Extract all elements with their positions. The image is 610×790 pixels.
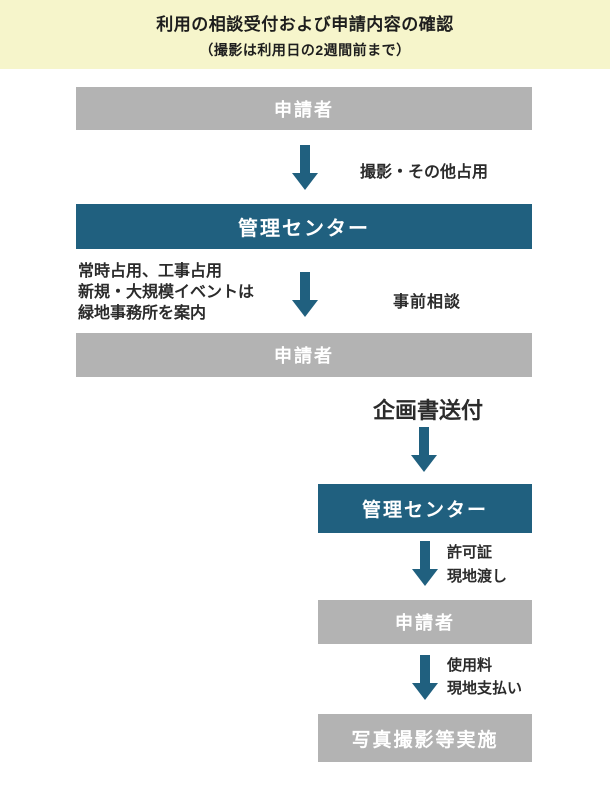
- arrow-shaft: [300, 145, 310, 173]
- down-arrow-4: [412, 541, 438, 586]
- arrow-shaft: [419, 427, 429, 455]
- down-arrow-5: [412, 655, 438, 700]
- edge-label-prior-consultation: 事前相談: [393, 294, 462, 311]
- node-applicant-3: 申請者: [318, 600, 532, 644]
- arrow-head: [411, 455, 437, 472]
- node-management-center-1: 管理センター: [76, 204, 532, 249]
- arrow-head: [412, 683, 438, 700]
- edge-label-send-proposal: 企画書送付: [373, 398, 484, 423]
- node-applicant-2: 申請者: [76, 333, 532, 377]
- down-arrow-2: [292, 272, 318, 317]
- arrow-head: [292, 300, 318, 317]
- arrow-shaft: [420, 655, 430, 683]
- node-management-center-2: 管理センター: [318, 484, 532, 533]
- node-photo-shoot-execution: 写真撮影等実施: [318, 714, 532, 762]
- arrow-shaft: [300, 272, 310, 300]
- page-subtitle: （撮影は利用日の2週間前まで）: [199, 41, 411, 58]
- down-arrow-3: [411, 427, 437, 472]
- down-arrow-1: [292, 145, 318, 190]
- edge-label-shooting-other-occupancy: 撮影・その他占用: [360, 164, 489, 181]
- arrow-shaft: [420, 541, 430, 569]
- edge-label-permit-onsite-handover: 許可証 現地渡し: [447, 544, 508, 585]
- page-title: 利用の相談受付および申請内容の確認: [156, 14, 454, 34]
- node-applicant-1: 申請者: [76, 87, 532, 130]
- header-banner: 利用の相談受付および申請内容の確認 （撮影は利用日の2週間前まで）: [0, 0, 610, 69]
- arrow-head: [412, 569, 438, 586]
- side-note-occupancy-guidance: 常時占用、工事占用 新規・大規模イベントは 緑地事務所を案内: [78, 263, 255, 322]
- arrow-head: [292, 173, 318, 190]
- edge-label-fee-onsite-payment: 使用料 現地支払い: [447, 657, 523, 697]
